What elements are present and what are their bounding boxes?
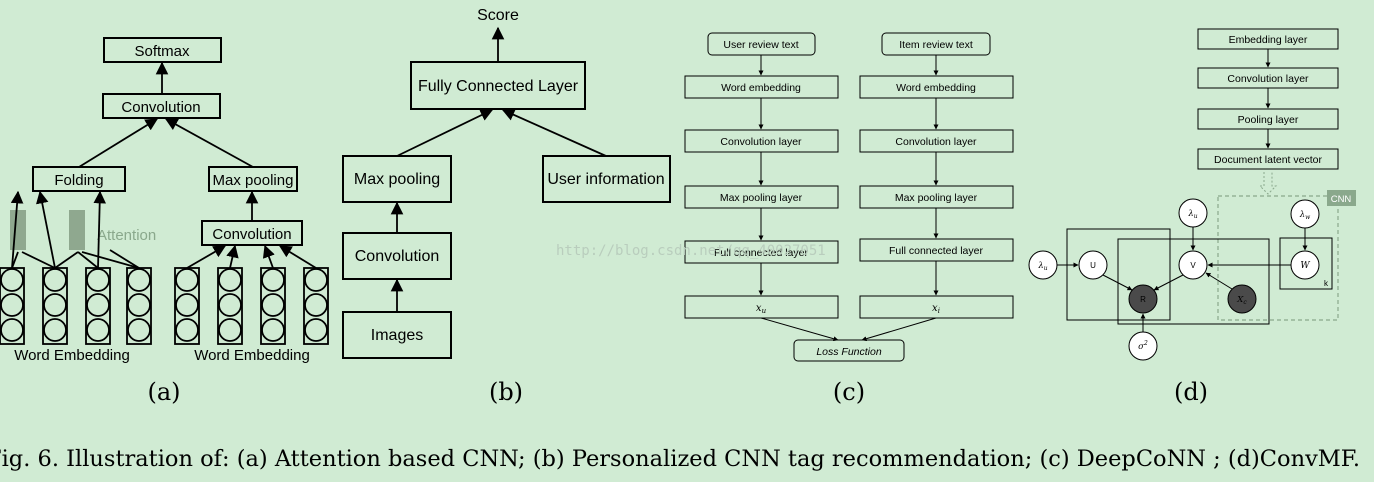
fully-connected-label: Fully Connected Layer xyxy=(418,78,579,95)
panel-c-label: (c) xyxy=(833,378,865,406)
convolution-b-label: Convolution xyxy=(355,248,440,265)
cnn-dashed-box xyxy=(1217,195,1339,321)
v-node xyxy=(1178,250,1208,280)
item-review-text-label: Item review text xyxy=(899,39,973,51)
panel-c: User review text Word embedding Convolut… xyxy=(556,32,1014,406)
panel-d: Embedding layer Convolution layer Poolin… xyxy=(1028,28,1356,406)
word-embedding-columns-left xyxy=(0,267,152,345)
watermark-text: http://blog.csdn.net/qq_40027051 xyxy=(556,243,826,259)
embedding-layer-label: Embedding layer xyxy=(1229,34,1308,46)
sigma-label: σ2 xyxy=(1138,340,1148,352)
attention-label: Attention xyxy=(97,227,156,244)
images-label: Images xyxy=(371,327,423,344)
convolution-layer-d-label: Convolution layer xyxy=(1227,73,1309,85)
lambda-v-label: λu xyxy=(1187,209,1197,220)
xi-box xyxy=(859,295,1014,319)
k-label: k xyxy=(1324,279,1329,288)
word-plate xyxy=(1279,237,1333,290)
cnn-tag-label: CNN xyxy=(1331,194,1352,205)
convolution-top-label: Convolution xyxy=(121,99,200,116)
pooling-layer-label: Pooling layer xyxy=(1238,114,1299,126)
xc-node xyxy=(1227,284,1257,314)
convolution-right-label: Convolution xyxy=(212,226,291,243)
u-label: U xyxy=(1090,261,1096,270)
softmax-label: Softmax xyxy=(134,43,190,60)
panel-a-label: (a) xyxy=(147,378,180,406)
document-latent-vector-label: Document latent vector xyxy=(1214,154,1322,166)
w-label: W xyxy=(1300,261,1310,271)
user-information-label: User information xyxy=(547,171,664,188)
user-full-connected-layer-label: Full connected layer xyxy=(714,247,808,259)
item-convolution-layer-label: Convolution layer xyxy=(895,136,977,148)
user-information-box xyxy=(542,155,671,203)
item-full-connected-layer-label: Full connected layer xyxy=(889,245,983,257)
attention-bar-right xyxy=(69,210,85,250)
xi-label: xi xyxy=(932,303,940,315)
user-review-text-label: User review text xyxy=(723,39,798,51)
max-pooling-b-label: Max pooling xyxy=(354,171,440,188)
r-label: R xyxy=(1140,295,1146,304)
panel-a: Attention Folding xyxy=(0,37,329,406)
xu-label: xu xyxy=(756,303,767,315)
user-word-embedding-label: Word embedding xyxy=(721,82,801,94)
figure-caption: Fig. 6. Illustration of: (a) Attention b… xyxy=(0,446,1360,472)
document-latent-vector-box xyxy=(1197,148,1339,170)
xc-label: Xc xyxy=(1236,295,1247,306)
item-word-embedding-label: Word embedding xyxy=(896,82,976,94)
loss-function-label: Loss Function xyxy=(816,346,882,358)
dashed-down-arrow xyxy=(1258,172,1278,195)
item-max-pooling-layer-label: Max pooling layer xyxy=(895,192,978,204)
max-pooling-label: Max pooling xyxy=(213,172,294,189)
panel-d-label: (d) xyxy=(1174,378,1208,406)
v-label: V xyxy=(1190,261,1196,270)
lambda-u-left-label: λu xyxy=(1037,261,1047,272)
r-node xyxy=(1128,284,1158,314)
attention-bar-left xyxy=(10,210,26,250)
folding-label: Folding xyxy=(54,172,103,189)
panel-b-label: (b) xyxy=(489,378,523,406)
word-embedding-right-label: Word Embedding xyxy=(194,347,310,364)
loss-function-box xyxy=(793,339,905,362)
lambda-w-label: λw xyxy=(1299,210,1311,221)
cnn-tag xyxy=(1327,190,1356,206)
fully-connected-box xyxy=(410,61,586,110)
u-node xyxy=(1078,250,1108,280)
user-max-pooling-layer-label: Max pooling layer xyxy=(720,192,803,204)
panel-b: Score Fully Connected Layer Max pooling … xyxy=(342,7,671,406)
word-embedding-left-label: Word Embedding xyxy=(14,347,130,364)
word-embedding-columns-right xyxy=(174,267,329,345)
score-label: Score xyxy=(477,7,519,24)
user-convolution-layer-label: Convolution layer xyxy=(720,136,802,148)
